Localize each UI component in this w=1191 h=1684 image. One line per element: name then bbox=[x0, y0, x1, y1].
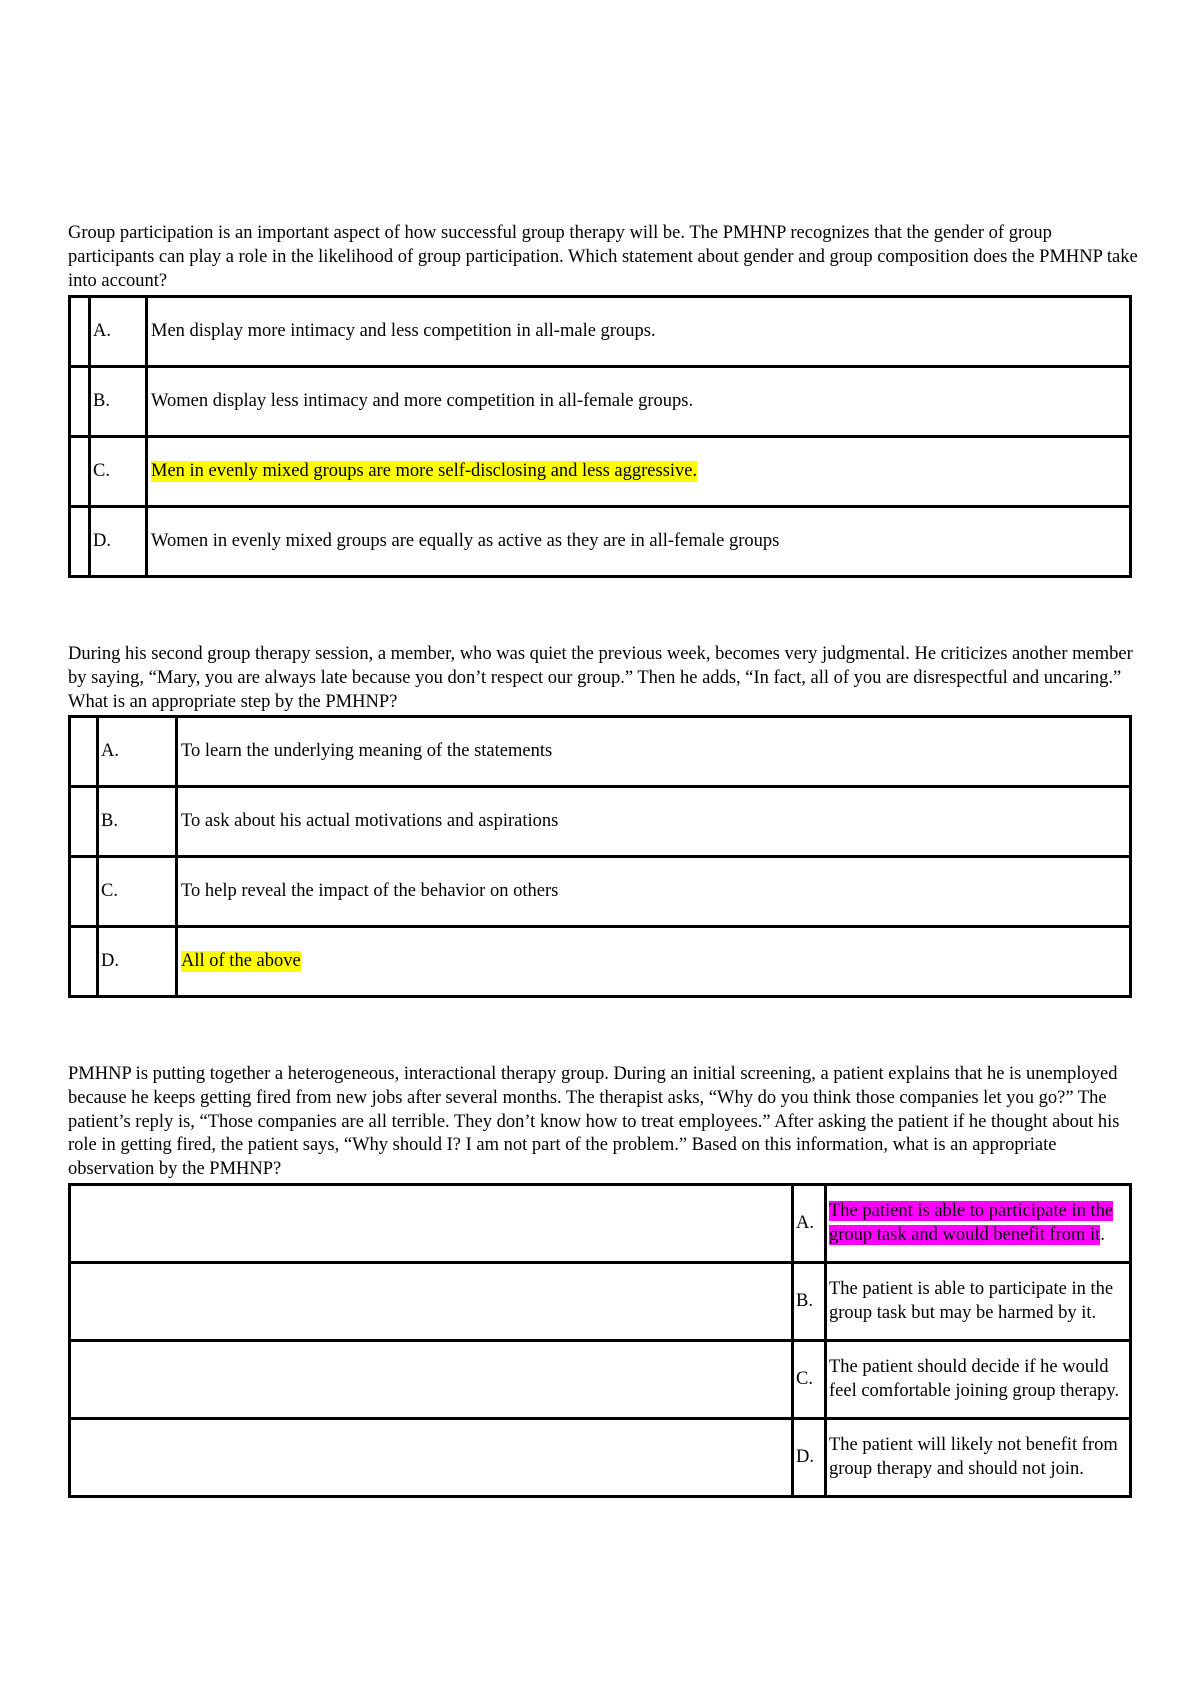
option-text-cell: To learn the underlying meaning of the s… bbox=[181, 718, 552, 785]
option-text-cell: The patient is able to participate in th… bbox=[829, 1186, 1129, 1261]
option-letter-text: A. bbox=[93, 321, 111, 341]
column-divider bbox=[824, 1420, 827, 1495]
option-letter: D. bbox=[101, 928, 119, 995]
column-divider bbox=[824, 1264, 827, 1339]
option-letter-text: B. bbox=[101, 811, 118, 831]
option-letter: C. bbox=[796, 1342, 813, 1417]
question-2-options-table: A. To learn the underlying meaning of the… bbox=[68, 715, 1132, 998]
option-letter-text: A. bbox=[796, 1213, 814, 1233]
option-row[interactable]: C. Men in evenly mixed groups are more se… bbox=[68, 435, 1132, 508]
option-letter-text: B. bbox=[796, 1291, 813, 1311]
option-text: To learn the underlying meaning of the s… bbox=[181, 741, 553, 761]
option-row[interactable]: C. To help reveal the impact of the behav… bbox=[68, 855, 1132, 928]
column-divider bbox=[791, 1342, 794, 1417]
column-divider bbox=[145, 368, 148, 435]
option-letter-text: C. bbox=[796, 1369, 813, 1389]
column-divider bbox=[96, 718, 99, 785]
option-letter: A. bbox=[796, 1186, 814, 1261]
column-divider bbox=[824, 1342, 827, 1417]
option-text-cell: The patient is able to participate in th… bbox=[829, 1264, 1129, 1339]
option-text: The patient is able to participate in th… bbox=[829, 1279, 1114, 1323]
column-divider bbox=[791, 1420, 794, 1495]
option-letter: A. bbox=[93, 298, 111, 365]
option-row[interactable]: D. The patient will likely not benefit fr… bbox=[68, 1417, 1132, 1498]
option-row[interactable]: A. The patient is able to participate in … bbox=[68, 1183, 1132, 1264]
option-letter: D. bbox=[796, 1420, 814, 1495]
option-text: Women display less intimacy and more com… bbox=[151, 391, 694, 411]
option-text: The patient is able to participate in th… bbox=[829, 1201, 1114, 1245]
column-divider bbox=[88, 438, 91, 505]
option-letter: D. bbox=[93, 508, 111, 575]
option-row[interactable]: A. Men display more intimacy and less com… bbox=[68, 295, 1132, 368]
option-text: To help reveal the impact of the behavio… bbox=[181, 881, 559, 901]
column-divider bbox=[175, 718, 178, 785]
option-text: The patient will likely not benefit from… bbox=[829, 1435, 1118, 1479]
option-text-cell: Women in evenly mixed groups are equally… bbox=[151, 508, 779, 575]
column-divider bbox=[791, 1264, 794, 1339]
column-divider bbox=[824, 1186, 827, 1261]
option-text: The patient should decide if he would fe… bbox=[829, 1357, 1120, 1401]
option-row[interactable]: D. All of the above bbox=[68, 925, 1132, 998]
column-divider bbox=[96, 858, 99, 925]
option-text: Men display more intimacy and less compe… bbox=[151, 321, 656, 341]
question-3-options-table: A. The patient is able to participate in … bbox=[68, 1183, 1132, 1499]
option-letter-text: B. bbox=[93, 391, 110, 411]
column-divider bbox=[96, 788, 99, 855]
column-divider bbox=[145, 508, 148, 575]
option-letter-text: C. bbox=[93, 461, 110, 481]
option-letter-text: D. bbox=[101, 951, 119, 971]
option-text-suffix: . bbox=[1100, 1224, 1105, 1245]
column-divider bbox=[96, 928, 99, 995]
option-letter: B. bbox=[101, 788, 118, 855]
question-1-stem: Group participation is an important aspe… bbox=[68, 223, 1138, 291]
column-divider bbox=[88, 298, 91, 365]
option-text-cell: To ask about his actual motivations and … bbox=[181, 788, 558, 855]
option-text: All of the above bbox=[181, 951, 301, 972]
option-row[interactable]: B. Women display less intimacy and more c… bbox=[68, 365, 1132, 438]
option-row[interactable]: B. To ask about his actual motivations an… bbox=[68, 785, 1132, 858]
option-text: To ask about his actual motivations and … bbox=[181, 811, 559, 831]
option-letter: C. bbox=[93, 438, 110, 505]
option-row[interactable]: C. The patient should decide if he would … bbox=[68, 1339, 1132, 1420]
option-letter-text: D. bbox=[93, 531, 111, 551]
option-text-cell: Men display more intimacy and less compe… bbox=[151, 298, 656, 365]
option-text: Men in evenly mixed groups are more self… bbox=[151, 461, 698, 482]
option-letter: B. bbox=[93, 368, 110, 435]
option-letter-text: A. bbox=[101, 741, 119, 761]
column-divider bbox=[88, 508, 91, 575]
option-row[interactable]: D. Women in evenly mixed groups are equal… bbox=[68, 505, 1132, 578]
option-text-cell: The patient should decide if he would fe… bbox=[829, 1342, 1129, 1417]
option-letter: A. bbox=[101, 718, 119, 785]
option-row[interactable]: A. To learn the underlying meaning of the… bbox=[68, 715, 1132, 788]
question-2-stem: During his second group therapy session,… bbox=[68, 644, 1133, 712]
question-1-options-table: A. Men display more intimacy and less com… bbox=[68, 295, 1132, 578]
option-text-cell: Women display less intimacy and more com… bbox=[151, 368, 693, 435]
option-letter-text: D. bbox=[796, 1447, 814, 1467]
option-row[interactable]: B. The patient is able to participate in … bbox=[68, 1261, 1132, 1342]
column-divider bbox=[145, 438, 148, 505]
option-text-cell: To help reveal the impact of the behavio… bbox=[181, 858, 558, 925]
question-3-stem: PMHNP is putting together a heterogeneou… bbox=[68, 1064, 1120, 1180]
option-text: Women in evenly mixed groups are equally… bbox=[151, 531, 780, 551]
option-text-cell: Men in evenly mixed groups are more self… bbox=[151, 438, 698, 505]
column-divider bbox=[175, 928, 178, 995]
option-letter: C. bbox=[101, 858, 118, 925]
column-divider bbox=[175, 788, 178, 855]
column-divider bbox=[145, 298, 148, 365]
column-divider bbox=[175, 858, 178, 925]
column-divider bbox=[88, 368, 91, 435]
column-divider bbox=[791, 1186, 794, 1261]
option-text-cell: The patient will likely not benefit from… bbox=[829, 1420, 1129, 1495]
option-letter-text: C. bbox=[101, 881, 118, 901]
option-text-cell: All of the above bbox=[181, 928, 301, 995]
option-letter: B. bbox=[796, 1264, 813, 1339]
